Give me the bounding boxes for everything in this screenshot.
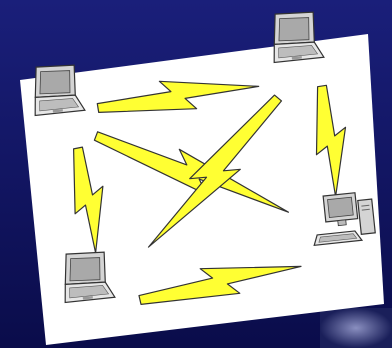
starfield-corner (320, 308, 392, 348)
